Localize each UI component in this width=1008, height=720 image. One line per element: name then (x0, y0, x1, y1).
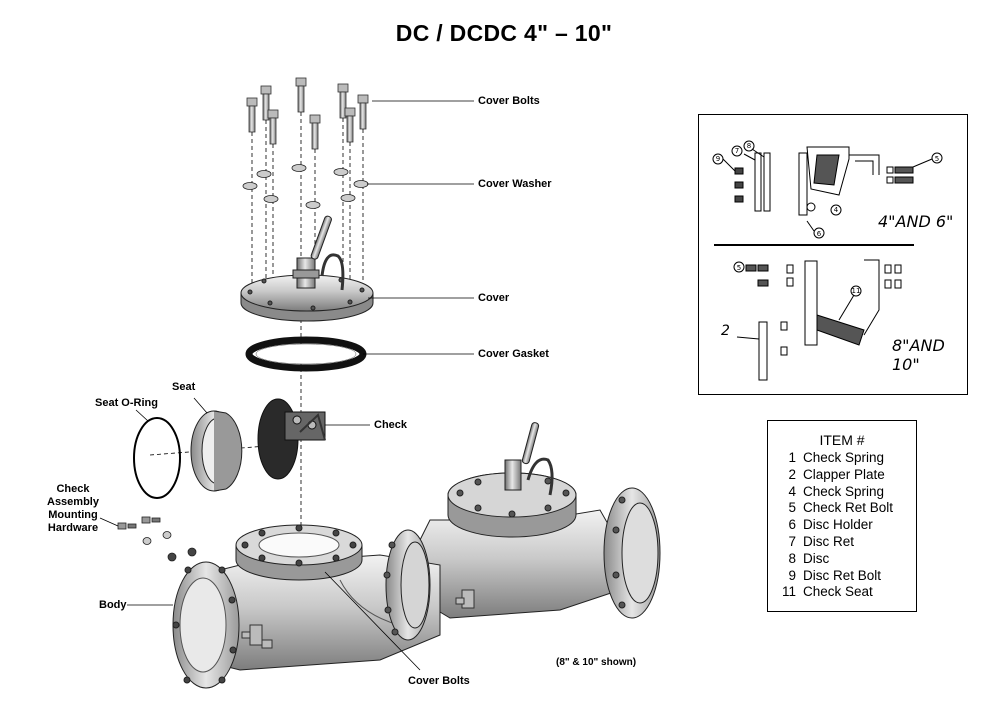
callout-seat-o-ring: Seat O-Ring (95, 397, 158, 409)
callout-leader-lines (99, 100, 474, 671)
size-shown-note: (8" & 10" shown) (556, 657, 637, 668)
cover-washers-group (242, 164, 369, 209)
callout-check: Check (374, 419, 408, 431)
inset-number: 11 (852, 287, 861, 295)
cover-bolts-top-group (246, 77, 369, 150)
inset-number: 7 (735, 147, 739, 155)
check-assembly (257, 398, 326, 480)
rear-valve-body (419, 422, 661, 619)
cover-bolt (357, 94, 369, 130)
inset-number: 8 (747, 142, 751, 150)
cover-bolt (246, 97, 258, 133)
callout-seat: Seat (172, 381, 196, 393)
callout-cover-gasket: Cover Gasket (478, 348, 549, 360)
cover-bolt (344, 107, 356, 143)
cover-bolt (267, 109, 279, 145)
cover-plate (240, 215, 374, 322)
front-valve-body (172, 524, 441, 689)
cover-bolt (309, 114, 321, 150)
seat-o-ring (133, 417, 181, 499)
callout-cover-bolts-top: Cover Bolts (478, 95, 540, 107)
callout-cover-washer: Cover Washer (478, 178, 552, 190)
inset-sketch-panel: 9 7 8 5 4 6 5 11 4"AND 6" 8"AND 10" 2 (698, 114, 968, 395)
inset-number: 6 (817, 230, 822, 238)
inset-label-two: 2 (721, 323, 730, 339)
inset-number: 5 (935, 155, 939, 163)
inset-number: 5 (737, 264, 741, 272)
inset-label-4-and-6: 4"AND 6" (878, 212, 954, 231)
cover-gasket (245, 336, 367, 372)
callout-check-assembly-mounting-hardware: Check Assembly Mounting Hardware (47, 483, 99, 534)
inset-sketch-drawing: 9 7 8 5 4 6 5 11 (712, 140, 943, 381)
page-title: DC / DCDC 4" – 10" (395, 20, 613, 46)
callout-cover-bolts-bottom: Cover Bolts (408, 675, 470, 687)
inset-number: 9 (716, 155, 720, 163)
callout-body: Body (99, 599, 127, 611)
callout-cover: Cover (478, 292, 510, 304)
cover-bolt (295, 77, 307, 113)
inset-number: 4 (834, 206, 839, 214)
seat (190, 410, 243, 492)
mounting-hardware-group (117, 516, 197, 562)
legend-title: ITEM # (819, 432, 865, 448)
inset-label-8-and-10: 8"AND 10" (892, 336, 945, 374)
